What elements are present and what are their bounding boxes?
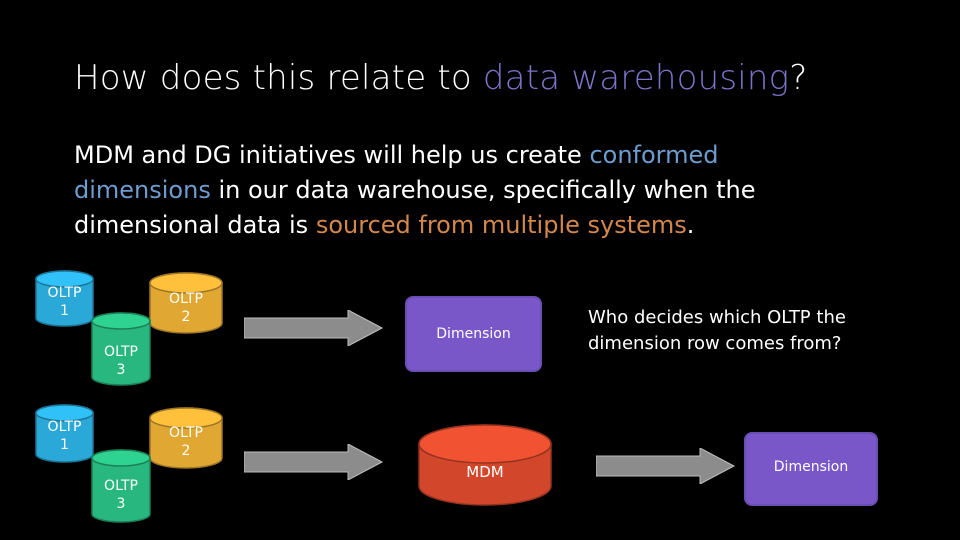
- bottom-oltp1-cylinder: OLTP 1: [35, 404, 94, 463]
- para-highlight-conformed: conformed dimensions: [74, 141, 719, 204]
- bottom-arrow-2: [596, 448, 736, 484]
- bottom-oltp3-cylinder: OLTP 3: [91, 449, 151, 523]
- bottom-dimension-box: Dimension: [744, 432, 878, 506]
- bottom-oltp2-label: OLTP 2: [169, 425, 203, 459]
- bottom-arrow-1: [244, 444, 384, 480]
- bottom-oltp2-cylinder: OLTP 2: [149, 407, 223, 469]
- para-text-3: .: [686, 211, 695, 239]
- bottom-oltp3-label: OLTP 3: [104, 478, 138, 512]
- top-oltp3-label: OLTP 3: [104, 344, 138, 378]
- para-text-1: MDM and DG initiatives will help us crea…: [74, 141, 590, 169]
- bottom-dimension-label: Dimension: [773, 458, 849, 475]
- para-highlight-sourced: sourced from multiple systems: [315, 211, 687, 239]
- title-suffix: ?: [789, 58, 808, 98]
- top-dimension-label: Dimension: [436, 326, 511, 342]
- top-oltp2-cylinder: OLTP 2: [149, 272, 223, 334]
- top-arrow: [244, 310, 384, 346]
- question-text: Who decides which OLTP the dimension row…: [588, 307, 846, 354]
- top-oltp2-label: OLTP 2: [169, 291, 203, 325]
- slide-title: How does this relate to data warehousing…: [74, 58, 808, 98]
- title-prefix: How does this relate to: [74, 58, 483, 98]
- mdm-label: MDM: [466, 463, 504, 481]
- top-dimension-box: Dimension: [405, 296, 542, 372]
- top-oltp1-cylinder: OLTP 1: [35, 270, 94, 327]
- top-oltp3-cylinder: OLTP 3: [91, 312, 151, 386]
- para-text-2: in our data warehouse, specifically when…: [74, 176, 756, 239]
- mdm-cylinder: MDM: [418, 424, 552, 506]
- bottom-oltp1-label: OLTP 1: [47, 419, 82, 453]
- top-oltp1-label: OLTP 1: [47, 285, 82, 319]
- title-highlight: data warehousing: [482, 58, 790, 98]
- intro-paragraph: MDM and DG initiatives will help us crea…: [74, 138, 834, 243]
